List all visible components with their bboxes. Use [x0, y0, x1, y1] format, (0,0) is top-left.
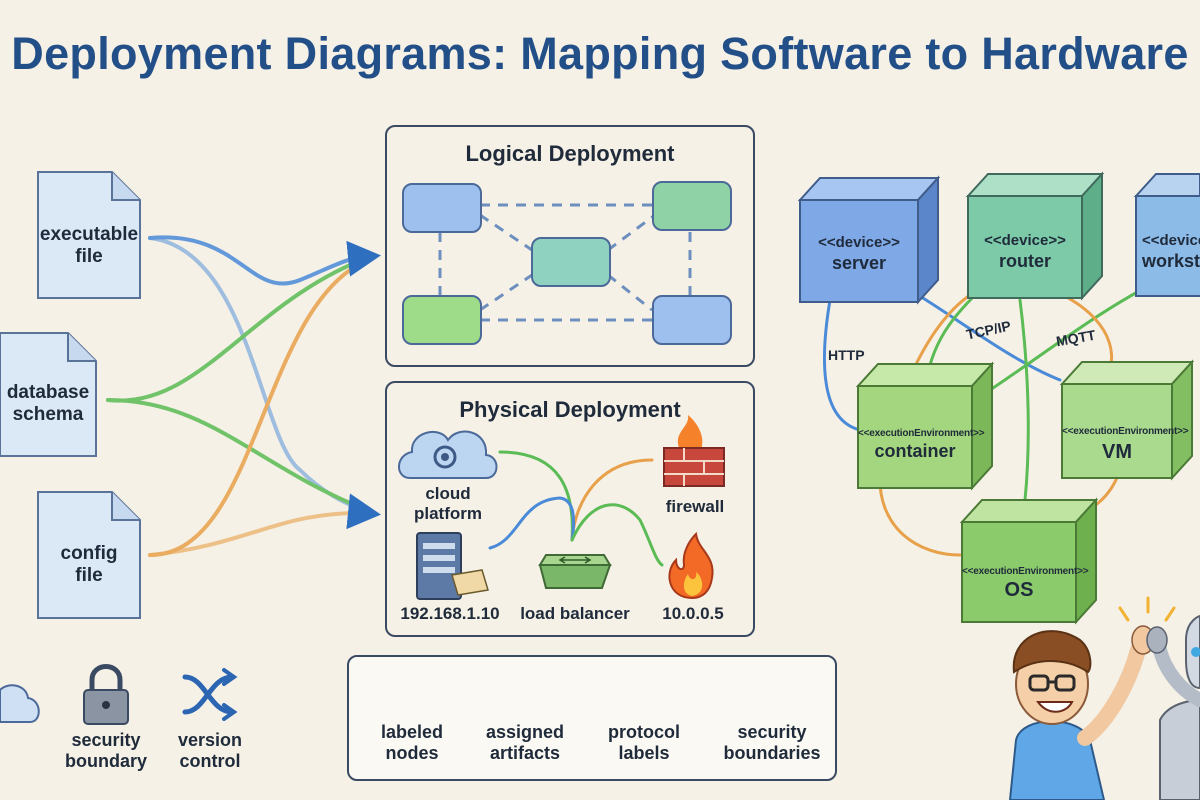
env-stereotype: <<executionEnvironment>>: [1062, 426, 1189, 437]
server-tower-icon: [416, 532, 489, 600]
arrow-to-logical: [346, 240, 381, 277]
legend-item-protocol-labels: protocol labels: [594, 722, 694, 764]
device-cube-router: [965, 171, 1105, 301]
legend-line: nodes: [385, 743, 439, 763]
artifact-label-config: config file: [38, 543, 140, 587]
label-line: boundary: [64, 751, 147, 771]
robot-illustration: [1146, 614, 1200, 800]
physical-deployment-panel: Physical Deployment: [385, 381, 755, 637]
logical-node-3: [531, 237, 611, 287]
page-title: Deployment Diagrams: Mapping Software to…: [11, 28, 1189, 79]
device-name: server: [831, 253, 887, 273]
legend-line: protocol: [608, 722, 680, 742]
arrow-to-physical: [346, 493, 381, 530]
logical-deployment-panel: Logical Deployment: [385, 125, 755, 367]
artifact-document-database: [0, 332, 97, 457]
sparkle-lines: [1118, 596, 1176, 622]
legend-line: labels: [618, 743, 670, 763]
artifact-label-line: executable: [39, 224, 139, 245]
artifact-label-line: schema: [12, 404, 84, 425]
legend-line: labeled: [380, 722, 444, 742]
artifact-label-line: config: [60, 543, 118, 564]
legend-item-assigned-artifacts: assigned artifacts: [470, 722, 580, 764]
env-os-label: <<executionEnvironment>> OS: [962, 566, 1089, 602]
logical-panel-title: Logical Deployment: [465, 141, 675, 166]
lock-icon: [83, 664, 129, 725]
env-cube-os: [959, 497, 1099, 625]
label-line: security: [71, 730, 141, 750]
logical-node-4: [402, 295, 482, 345]
env-name: container: [874, 441, 956, 461]
cloud-platform-icon: [398, 430, 498, 479]
legend-line: assigned: [485, 722, 565, 742]
legend-line: boundaries: [723, 743, 821, 763]
artifact-flow-lines: [106, 235, 374, 557]
env-name: OS: [1004, 579, 1034, 601]
firewall-icon: [663, 415, 725, 487]
load-balancer-icon: [538, 554, 612, 589]
label-line: control: [179, 751, 241, 771]
logical-node-5: [652, 295, 732, 345]
env-stereotype: <<executionEnvironment>>: [858, 428, 985, 439]
device-stereotype: <<device>>: [1142, 232, 1200, 249]
env-name: VM: [1102, 441, 1132, 463]
cloud-label-line: cloud: [425, 484, 471, 503]
artifact-label-line: file: [75, 565, 103, 586]
device-name: workstation: [1142, 251, 1200, 271]
device-cube-server: [797, 175, 941, 305]
legend-line: artifacts: [489, 743, 561, 763]
env-vm-label: <<executionEnvironment>> VM: [1062, 426, 1189, 464]
firewall-ip-label: 10.0.0.5: [662, 604, 724, 623]
person-illustration: [1008, 625, 1155, 800]
artifact-document-executable: [37, 171, 141, 299]
security-boundary-label: security boundary: [56, 730, 156, 772]
firewall-label: firewall: [665, 497, 725, 516]
artifact-label-executable: executable file: [38, 224, 140, 268]
device-router-label: <<device>> router: [968, 232, 1082, 272]
env-container-label: <<executionEnvironment>> container: [858, 428, 985, 462]
logical-node-1: [402, 183, 482, 233]
artifact-label-database: database schema: [0, 382, 96, 426]
shuffle-icon: [182, 668, 238, 721]
artifact-label-line: file: [75, 246, 103, 267]
server-ip-label: 192.168.1.10: [400, 604, 500, 623]
artifact-label-line: database: [6, 382, 90, 403]
logical-node-2: [652, 181, 732, 231]
legend-line: security: [737, 722, 807, 742]
device-stereotype: <<device>>: [818, 234, 900, 251]
physical-panel-title: Physical Deployment: [459, 397, 681, 422]
logical-connections: [438, 203, 692, 322]
device-workstation-label: <<device>> workstation: [1136, 232, 1200, 272]
device-name: router: [998, 251, 1051, 271]
cloud-small-icon: [0, 684, 40, 723]
fire-node-icon: [668, 531, 714, 600]
legend-box: [347, 655, 837, 781]
cloud-platform-label: cloud platform: [398, 484, 498, 524]
label-line: version: [177, 730, 243, 750]
env-cube-vm: [1059, 359, 1195, 481]
env-cube-container: [855, 361, 995, 491]
version-control-label: version control: [160, 730, 260, 772]
protocol-label-http: HTTP: [828, 347, 865, 363]
env-stereotype: <<executionEnvironment>>: [962, 566, 1089, 577]
legend-item-security-boundaries: security boundaries: [712, 722, 832, 764]
device-stereotype: <<device>>: [984, 232, 1066, 249]
legend-item-labeled-nodes: labeled nodes: [362, 722, 462, 764]
device-server-label: <<device>> server: [800, 234, 918, 274]
physical-connections: [488, 450, 664, 567]
artifact-document-config: [37, 491, 141, 619]
load-balancer-label: load balancer: [520, 604, 630, 623]
cloud-label-line: platform: [414, 504, 482, 523]
device-cube-workstation: [1133, 173, 1200, 297]
